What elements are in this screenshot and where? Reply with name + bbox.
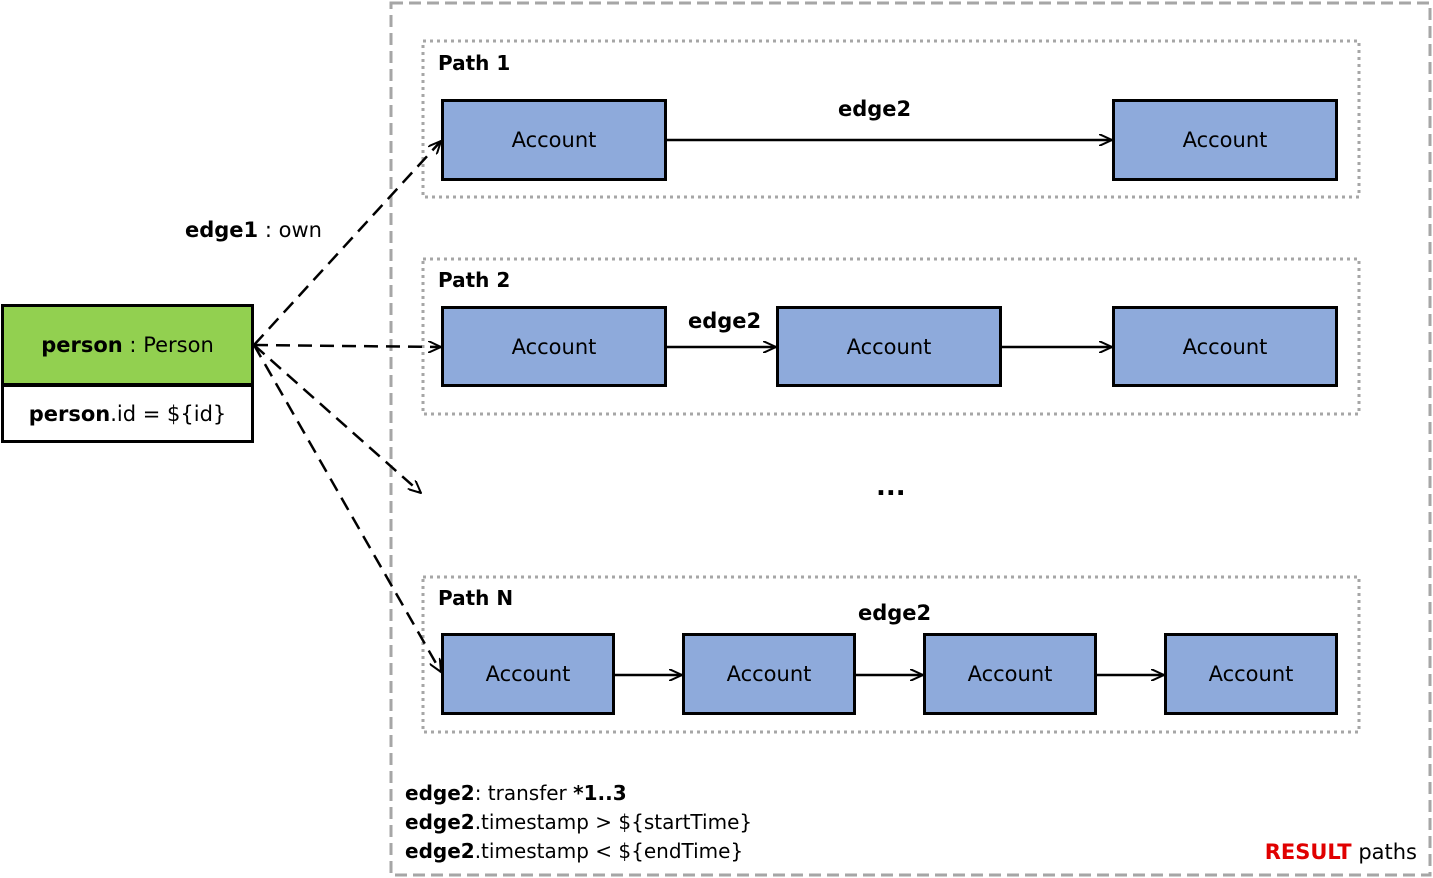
condition-var: edge2 [405, 810, 475, 834]
ellipsis: ... [876, 472, 906, 502]
condition-var: edge2 [405, 781, 475, 805]
condition-var: edge2 [405, 839, 475, 863]
condition-rest: .timestamp > ${startTime} [474, 810, 753, 834]
edge2-conditions: edge2: transfer *1..3 edge2.timestamp > … [405, 779, 752, 866]
account-node: Account [441, 633, 615, 715]
person-cond-rest: .id = ${id} [110, 401, 227, 426]
edge1-label: edge1 : own [185, 218, 322, 242]
account-node: Account [1164, 633, 1338, 715]
account-node: Account [441, 99, 667, 181]
edge1-arrow-ellipsis [253, 344, 421, 493]
account-node: Account [923, 633, 1097, 715]
account-node: Account [1112, 306, 1338, 387]
path-n-edge-label: edge2 [858, 601, 932, 625]
condition-rest: : transfer [474, 781, 574, 805]
result-highlight: RESULT [1264, 840, 1352, 864]
edge1-arrow-path-n [252, 344, 441, 672]
condition-line: edge2.timestamp < ${endTime} [405, 837, 752, 866]
path-2-edge-label: edge2 [688, 309, 762, 333]
person-condition: person.id = ${id} [1, 384, 254, 443]
account-node: Account [682, 633, 856, 715]
condition-line: edge2: transfer *1..3 [405, 779, 752, 808]
edge1-arrow-path-2 [253, 345, 441, 347]
account-node: Account [441, 306, 667, 387]
person-var: person [41, 333, 123, 357]
condition-extra: *1..3 [573, 781, 627, 805]
person-type: Person [143, 333, 214, 357]
person-cond-var: person [28, 401, 111, 426]
edge1-rest: : own [258, 218, 322, 242]
edge1-var: edge1 [185, 218, 259, 242]
path-1-label: Path 1 [438, 51, 511, 75]
result-container [389, 1, 1432, 877]
condition-line: edge2.timestamp > ${startTime} [405, 808, 752, 837]
path-n-label: Path N [438, 586, 514, 610]
account-node: Account [1112, 99, 1338, 181]
result-rest: paths [1351, 840, 1417, 864]
edge1-arrow-path-1 [253, 141, 441, 346]
condition-rest: .timestamp < ${endTime} [474, 839, 744, 863]
person-node: person : Person [1, 304, 254, 386]
result-label: RESULT paths [1265, 840, 1417, 864]
path-1-edge-label: edge2 [838, 97, 912, 121]
path-2-label: Path 2 [438, 268, 511, 292]
person-sep: : [122, 333, 144, 357]
account-node: Account [776, 306, 1002, 387]
